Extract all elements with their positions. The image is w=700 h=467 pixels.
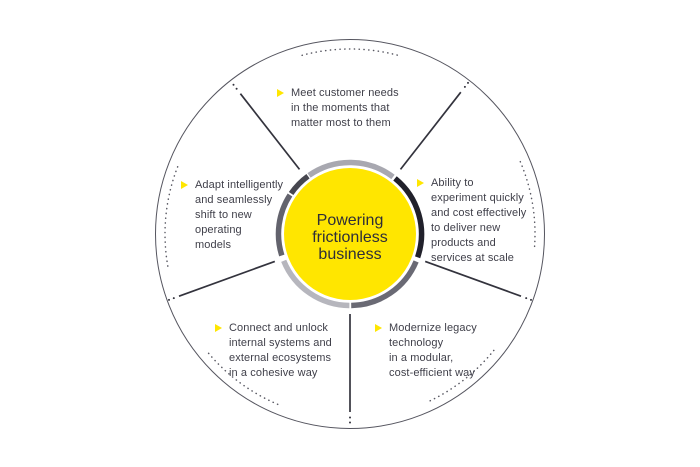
label-line: experiment quickly [431, 192, 524, 204]
label-line: products and [431, 237, 496, 249]
center-title-line: frictionless [312, 229, 388, 246]
triangle-right-icon [277, 89, 284, 97]
ring-segment-bottom-right [351, 260, 419, 309]
spoke-right [424, 260, 522, 297]
label-line: in a modular, [389, 352, 454, 364]
label-line: Modernize legacy [389, 322, 477, 334]
label-line: in the moments that [291, 102, 390, 114]
spoke-end-dot [525, 297, 528, 300]
label-line: and cost effectively [431, 207, 527, 219]
center-circle [284, 168, 416, 300]
ring-segment-bottom-left [281, 259, 350, 309]
center-title-line: Powering [316, 212, 384, 229]
spoke-upper-left [239, 93, 301, 170]
spoke-end-dot [349, 416, 351, 419]
triangle-right-icon [181, 181, 188, 189]
spoke-end-dot [172, 297, 175, 300]
spoke-upper-right [399, 91, 462, 170]
label-meet-customer-needs: Meet customer needs in the moments that … [277, 86, 399, 131]
label-line: Meet customer needs [291, 87, 399, 99]
label-line: Adapt intelligently [195, 179, 284, 191]
spoke-end-dot [232, 83, 235, 86]
center-title: Powering frictionless business [280, 212, 420, 263]
label-modernize-legacy: Modernize legacy technology in a modular… [375, 321, 477, 381]
label-line: to deliver new [431, 222, 501, 234]
outer-circle [155, 39, 545, 429]
label-line: and seamlessly [195, 194, 273, 206]
label-line: cost-efficient way [389, 367, 475, 379]
label-line: Ability to [431, 177, 474, 189]
label-line: models [195, 239, 232, 251]
spoke-end-dot [530, 298, 532, 301]
spoke-left [178, 260, 276, 297]
ring-segment-right [393, 176, 425, 259]
label-line: external ecosystems [229, 352, 332, 364]
dotted-arc-left [164, 163, 180, 267]
spoke-end-dot [467, 81, 469, 84]
ring-segment-left [275, 193, 293, 257]
label-line: services at scale [431, 252, 515, 264]
ring-segment-top [307, 159, 395, 180]
label-line: shift to new [195, 209, 252, 221]
label-line: in a cohesive way [229, 367, 318, 379]
dotted-arc-top [301, 48, 399, 57]
triangle-right-icon [417, 179, 424, 187]
label-line: operating [195, 224, 242, 236]
label-adapt-intelligently: Adapt intelligently and seamlessly shift… [181, 178, 283, 253]
spoke-end-dot [235, 87, 238, 90]
spoke-end-dot [168, 298, 170, 301]
label-line: internal systems and [229, 337, 332, 349]
center-title-line: business [318, 246, 382, 263]
label-ability-to-experiment: Ability to experiment quickly and cost e… [417, 176, 526, 266]
dotted-arc-bottom-right [427, 349, 495, 403]
triangle-right-icon [375, 324, 382, 332]
label-connect-and-unlock: Connect and unlock internal systems and … [215, 321, 332, 381]
label-line: technology [389, 337, 444, 349]
ring-segment-top-left [288, 173, 310, 196]
spoke-end-dot [463, 85, 466, 88]
spoke-end-dot [349, 421, 351, 424]
label-line: Connect and unlock [229, 322, 329, 334]
triangle-right-icon [215, 324, 222, 332]
label-line: matter most to them [291, 117, 391, 129]
